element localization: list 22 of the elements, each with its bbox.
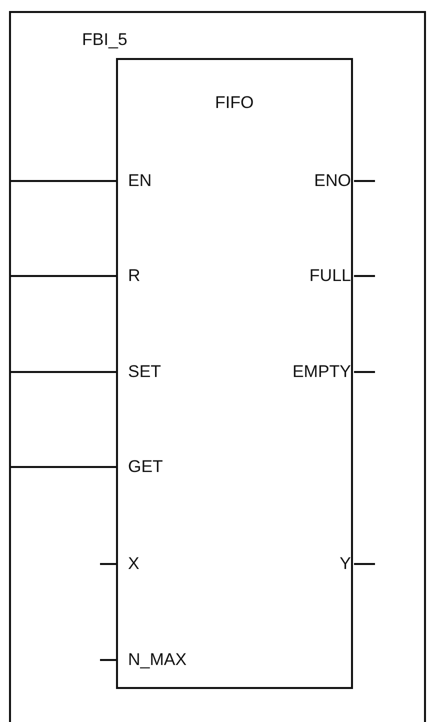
pin-label: R <box>117 265 140 287</box>
pin-label: Y <box>340 553 354 575</box>
pin-stub <box>354 371 375 373</box>
pin-label: X <box>117 553 140 575</box>
connection-line <box>11 371 117 373</box>
pin-label: FULL <box>309 265 354 287</box>
pin-stub <box>354 563 375 565</box>
instance-name-label: FBI_5 <box>82 29 128 51</box>
pin-stub <box>100 563 117 565</box>
pin-stub <box>354 180 375 182</box>
pin-label: SET <box>117 361 162 383</box>
block-type-label: FIFO <box>215 92 254 114</box>
connection-line <box>11 275 117 277</box>
pin-label: N_MAX <box>117 649 187 671</box>
connection-line <box>11 180 117 182</box>
pin-stub <box>354 275 375 277</box>
pin-label: GET <box>117 456 163 478</box>
pin-label: EMPTY <box>292 361 354 383</box>
pin-label: EN <box>117 170 152 192</box>
pin-label: ENO <box>314 170 354 192</box>
pin-stub <box>100 659 117 661</box>
connection-line <box>11 466 117 468</box>
